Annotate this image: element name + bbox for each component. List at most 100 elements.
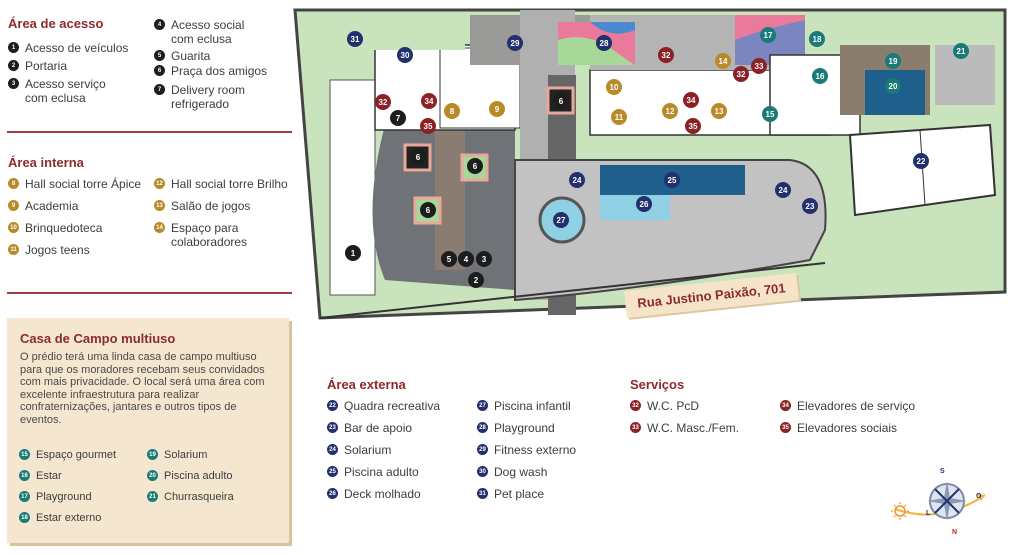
map-marker-14[interactable]: 14: [715, 53, 731, 69]
map-marker-31[interactable]: 31: [347, 31, 363, 47]
legend-label: Academia: [25, 199, 79, 213]
map-marker-23[interactable]: 23: [802, 198, 818, 214]
map-marker-9[interactable]: 9: [489, 101, 505, 117]
map-marker-24[interactable]: 24: [569, 172, 585, 188]
section-title: Casa de Campo multiuso: [20, 331, 176, 346]
map-marker-21[interactable]: 21: [953, 43, 969, 59]
number-badge: 6: [154, 65, 165, 76]
leisure-deck: [514, 159, 827, 302]
number-badge: 35: [780, 422, 791, 433]
compass-east-label: L: [926, 510, 931, 517]
map-marker-11[interactable]: 11: [611, 109, 627, 125]
map-marker-34[interactable]: 34: [421, 93, 437, 109]
legend-item: 32 W.C. PcD: [630, 399, 780, 413]
map-marker-32[interactable]: 32: [375, 94, 391, 110]
compass-south-label: S: [940, 468, 945, 475]
number-badge: 1: [8, 42, 19, 53]
map-marker-27[interactable]: 27: [553, 212, 569, 228]
map-marker-8[interactable]: 8: [444, 103, 460, 119]
map-marker-18[interactable]: 18: [809, 31, 825, 47]
divider: [7, 292, 292, 294]
number-badge: 12: [154, 178, 165, 189]
vehicle-ramp: [329, 79, 376, 296]
legend-label: Solarium: [164, 449, 208, 461]
legend-label: W.C. Masc./Fem.: [647, 421, 740, 435]
map-marker-17[interactable]: 17: [760, 27, 776, 43]
map-marker-6[interactable]: 6: [553, 93, 569, 109]
map-marker-2[interactable]: 2: [468, 272, 484, 288]
site-plan: 1 2 3 4 5 6 6 6 6 7 8 9 10 11 12 13 14 1…: [290, 0, 1024, 330]
map-marker-5[interactable]: 5: [441, 251, 457, 267]
map-marker-32[interactable]: 32: [658, 47, 674, 63]
section-title: Área de acesso: [8, 16, 104, 31]
legend-label: Quadra recreativa: [344, 399, 441, 413]
number-badge: 9: [8, 200, 19, 211]
map-marker-30[interactable]: 30: [397, 47, 413, 63]
number-badge: 30: [477, 466, 488, 477]
legend-label: Solarium: [344, 443, 392, 457]
map-marker-7[interactable]: 7: [390, 110, 406, 126]
map-marker-3[interactable]: 3: [476, 251, 492, 267]
map-marker-10[interactable]: 10: [606, 79, 622, 95]
legend-label: Piscina adulto: [344, 465, 419, 479]
compass-west-label: O: [976, 493, 982, 500]
map-marker-35[interactable]: 35: [685, 118, 701, 134]
section-title: Área externa: [327, 377, 406, 392]
divider: [7, 131, 292, 133]
map-marker-32[interactable]: 32: [733, 66, 749, 82]
map-marker-29[interactable]: 29: [507, 35, 523, 51]
map-marker-6[interactable]: 6: [467, 158, 483, 174]
compass-icon: [891, 481, 986, 521]
map-marker-35[interactable]: 35: [420, 118, 436, 134]
number-badge: 32: [630, 400, 641, 411]
legend-label: Acesso social com eclusa: [171, 18, 245, 46]
map-marker-28[interactable]: 28: [596, 35, 612, 51]
map-marker-22[interactable]: 22: [913, 153, 929, 169]
number-badge: 28: [477, 422, 488, 433]
map-marker-6[interactable]: 6: [420, 202, 436, 218]
map-marker-33[interactable]: 33: [751, 58, 767, 74]
number-badge: 33: [630, 422, 641, 433]
legend-label: Praça dos amigos: [171, 64, 268, 78]
number-badge: 4: [154, 19, 165, 30]
legend-label: Salão de jogos: [171, 199, 251, 213]
map-marker-16[interactable]: 16: [812, 68, 828, 84]
number-badge: 21: [147, 491, 158, 502]
map-marker-13[interactable]: 13: [711, 103, 727, 119]
map-marker-26[interactable]: 26: [636, 196, 652, 212]
map-marker-25[interactable]: 25: [664, 172, 680, 188]
map-marker-24[interactable]: 24: [775, 182, 791, 198]
number-badge: 3: [8, 78, 19, 89]
number-badge: 26: [327, 488, 338, 499]
legend-label: Playground: [494, 421, 555, 435]
map-marker-6[interactable]: 6: [410, 149, 426, 165]
legend-label: W.C. PcD: [647, 399, 700, 413]
legend-label: Hall social torre Ápice: [25, 177, 142, 191]
map-marker-20[interactable]: 20: [885, 78, 901, 94]
map-marker-4[interactable]: 4: [458, 251, 474, 267]
number-badge: 20: [147, 470, 158, 481]
map-marker-19[interactable]: 19: [885, 53, 901, 69]
panel-description: O prédio terá uma linda casa de campo mu…: [20, 351, 265, 426]
legend-item: 9 Academia: [8, 199, 153, 213]
legend-label: Pet place: [494, 487, 545, 501]
map-marker-34[interactable]: 34: [683, 92, 699, 108]
legend-label: Hall social torre Brilho: [171, 177, 288, 191]
number-badge: 5: [154, 50, 165, 61]
map-marker-1[interactable]: 1: [345, 245, 361, 261]
map-marker-15[interactable]: 15: [762, 106, 778, 122]
map-marker-12[interactable]: 12: [662, 103, 678, 119]
legend-label: Portaria: [25, 59, 68, 73]
